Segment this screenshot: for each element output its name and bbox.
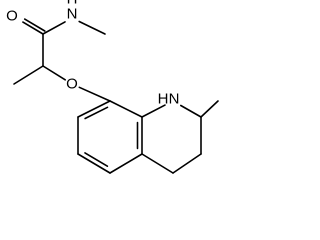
bond-n1-c2: [180, 104, 202, 118]
bond-n-methyl: [78, 20, 106, 35]
bond-ar-5-6-double: [84, 152, 109, 167]
bond-8a-n1: [141, 104, 166, 118]
bond-c3-c4: [172, 153, 202, 174]
atom-label-oxygen-carbonyl: O: [6, 8, 18, 25]
bond-ar-5-6: [77, 153, 111, 174]
atom-label-oxygen-ether: O: [66, 76, 78, 93]
bond-carbonyl-outer: [22, 21, 44, 35]
bond-carbonyl-inner: [23, 18, 46, 32]
atom-label-nitrogen-amide: N: [67, 6, 78, 23]
atom-label-nitrogen-ring: N: [169, 91, 180, 108]
bond-c4-4a: [141, 153, 174, 174]
bond-ar-8-8a: [109, 100, 143, 118]
bond-alpha-oxygen: [42, 65, 66, 81]
bond-c-n-amide: [42, 21, 66, 35]
bond-alpha-methyl: [13, 65, 44, 85]
bond-ar-4a-5: [109, 153, 143, 174]
atom-label-hydrogen-ring: H: [158, 91, 169, 108]
bond-oxygen-aryl: [78, 86, 111, 102]
bond-c2-methyl: [200, 100, 219, 118]
bond-ar-7-8: [77, 100, 111, 118]
bond-ar-7-8-double: [84, 106, 109, 120]
atom-label-hydrogen-amide: H: [67, 0, 78, 8]
chemical-structure: ONHOHN: [6, 0, 219, 174]
